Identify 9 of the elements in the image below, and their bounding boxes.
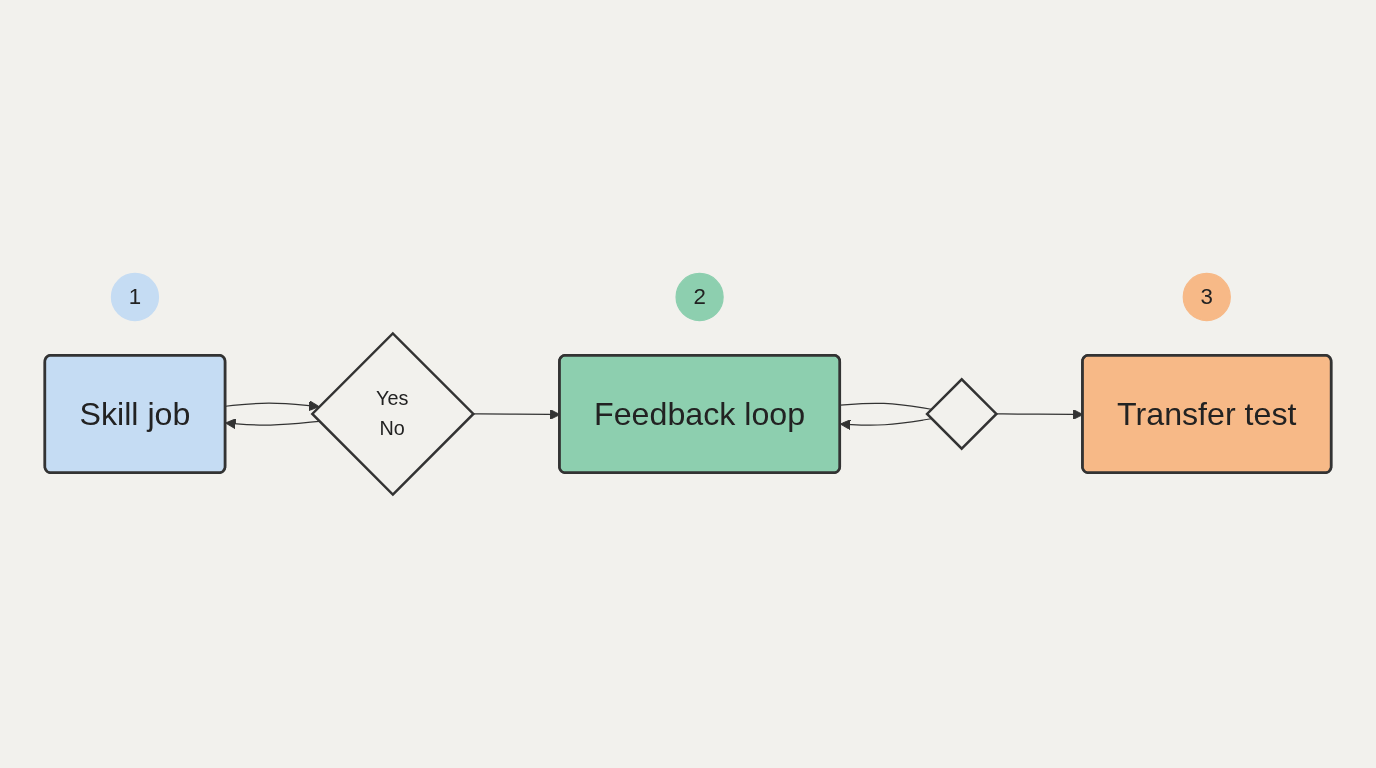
node-circle: 3 <box>1182 272 1231 322</box>
arrow <box>225 400 320 412</box>
arrow <box>225 418 320 430</box>
arrow <box>839 418 932 431</box>
connector <box>839 402 932 410</box>
node-circle: 1 <box>110 272 160 322</box>
node-diamond <box>925 377 999 451</box>
node-circle: 2 <box>675 272 724 322</box>
node-diamond: Yes No <box>310 331 476 497</box>
